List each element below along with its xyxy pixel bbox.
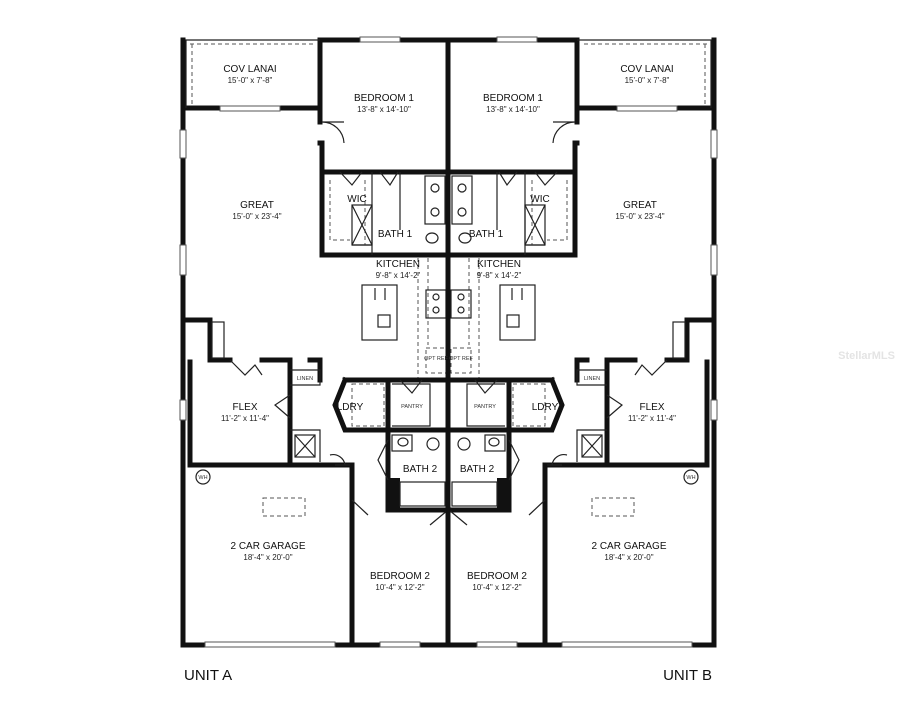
room-name: GREAT <box>623 200 657 211</box>
unit-a-label: UNIT A <box>184 667 232 684</box>
room-name: OPT REF <box>449 356 473 362</box>
unit-a-plan <box>180 37 448 647</box>
room-dims: 11'-2" x 11'-4" <box>628 414 676 423</box>
room-dims: 15'-0" x 7'-8" <box>228 76 273 85</box>
room-name: BEDROOM 1 <box>483 93 543 104</box>
room-name: LINEN <box>297 376 313 382</box>
room-name: COV LANAI <box>620 64 673 75</box>
room-name: BEDROOM 2 <box>370 571 430 582</box>
room-dims: 15'-0" x 23'-4" <box>615 212 664 221</box>
room-dims: 9'-8" x 14'-2" <box>477 271 522 280</box>
room-name: BATH 1 <box>469 229 504 240</box>
watermark: StellarMLS <box>838 350 895 362</box>
room-name: KITCHEN <box>477 259 521 270</box>
room-dims: 11'-2" x 11'-4" <box>221 414 269 423</box>
room-dims: 10'-4" x 12'-2" <box>472 583 521 592</box>
room-dims: 15'-0" x 7'-8" <box>625 76 670 85</box>
room-name: BATH 2 <box>460 464 495 475</box>
room-name: FLEX <box>639 402 664 413</box>
room-name: GREAT <box>240 200 274 211</box>
lanai-edge <box>180 37 717 111</box>
room-name: BEDROOM 1 <box>354 93 414 104</box>
room-name: LDRY <box>337 402 364 413</box>
unit-a-labels: COV LANAI 15'-0" x 7'-8" BEDROOM 1 13'-8… <box>195 64 449 592</box>
room-name: OPT REF <box>424 356 448 362</box>
room-name: PANTRY <box>401 404 423 410</box>
room-name: WIC <box>530 194 549 205</box>
room-dims: 13'-8" x 14'-10" <box>357 105 411 114</box>
room-name: BATH 1 <box>378 229 413 240</box>
room-dims: 18'-4" x 20'-0" <box>604 553 653 562</box>
water-heater-icon <box>195 469 211 485</box>
unit-b-plan <box>449 37 717 647</box>
room-name: LINEN <box>584 376 600 382</box>
room-name: LDRY <box>532 402 559 413</box>
room-name: WH <box>198 475 207 481</box>
room-name: BATH 2 <box>403 464 438 475</box>
room-name: PANTRY <box>474 404 496 410</box>
room-name: WIC <box>347 194 366 205</box>
room-dims: 10'-4" x 12'-2" <box>375 583 424 592</box>
room-name: 2 CAR GARAGE <box>591 541 666 552</box>
room-name: WH <box>686 475 695 481</box>
room-dims: 15'-0" x 23'-4" <box>232 212 281 221</box>
room-dims: 9'-8" x 14'-2" <box>376 271 421 280</box>
room-name: COV LANAI <box>223 64 276 75</box>
water-heater-icon <box>683 469 699 485</box>
room-dims: 18'-4" x 20'-0" <box>243 553 292 562</box>
room-name: 2 CAR GARAGE <box>230 541 305 552</box>
room-name: BEDROOM 2 <box>467 571 527 582</box>
room-name: FLEX <box>232 402 257 413</box>
unit-b-label: UNIT B <box>663 667 712 684</box>
room-dims: 13'-8" x 14'-10" <box>486 105 540 114</box>
unit-b-labels: COV LANAI 15'-0" x 7'-8" BEDROOM 1 13'-8… <box>449 64 699 592</box>
room-name: KITCHEN <box>376 259 420 270</box>
